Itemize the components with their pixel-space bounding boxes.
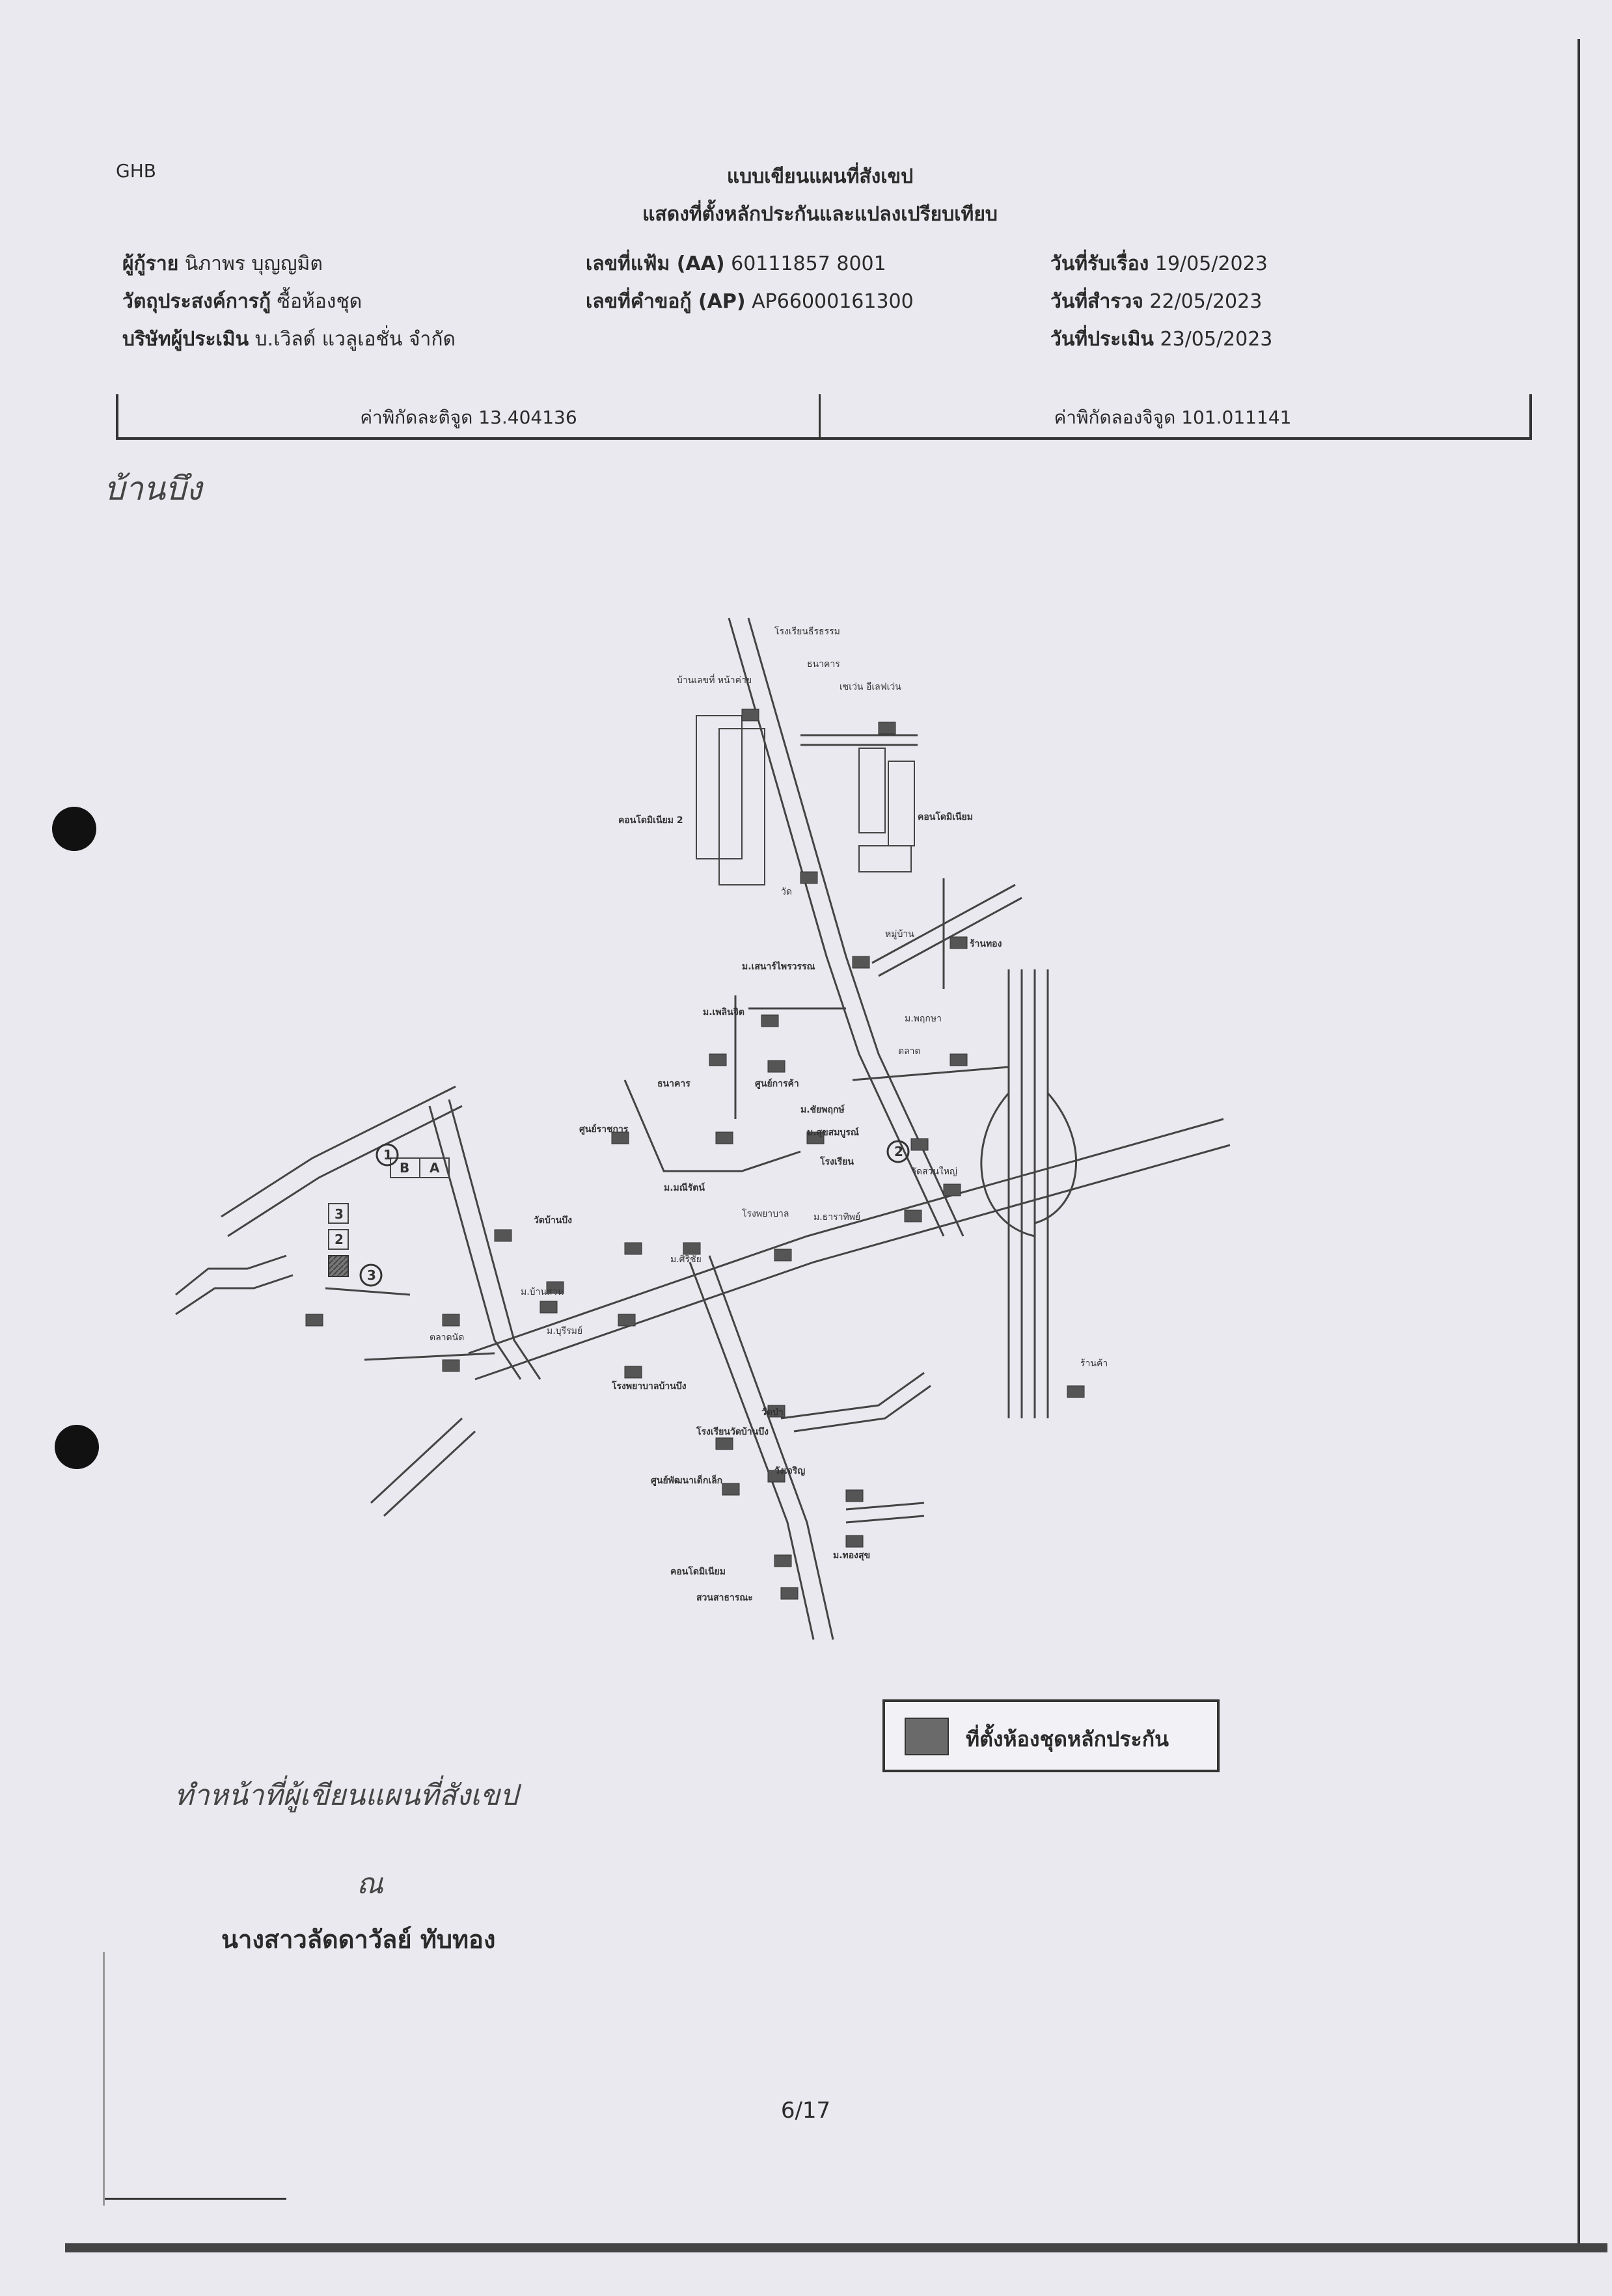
sketch-map: 1 3 2 3 2 B A [175, 617, 1231, 1640]
map-label-24: ม.บ้านสวน [521, 1287, 564, 1297]
map-label-6: วัด [781, 887, 792, 897]
map-label-3: บ้านเลขที่ หน้าค่าย [677, 674, 752, 686]
map-label-9: ม.เสนาร์ไพรวรรณ [742, 960, 815, 972]
signer-name: นางสาวลัดดาวัลย์ ทับทอง [221, 1925, 496, 1954]
map-label-36: ร้านค้า [1080, 1358, 1108, 1369]
legend-swatch [905, 1718, 949, 1755]
legend-mark-b: B [400, 1160, 409, 1176]
map-label-25: ม.ศิริชัย [670, 1254, 702, 1265]
coordinate-divider [819, 394, 821, 437]
site-mark-2b: 2 [894, 1144, 903, 1159]
map-label-21: ม.ธาราทิพย์ [813, 1211, 860, 1222]
map-label-2: เซเว่น อีเลฟเว่น [840, 682, 901, 692]
info-received-date: วันที่รับเรื่อง 19/05/2023 [1050, 252, 1268, 275]
doc-code: GHB [116, 160, 156, 182]
map-label-4: คอนโดมิเนียม 2 [618, 814, 683, 826]
info-appraiser: บริษัทผู้ประเมิน บ.เวิลด์ แวลูเอชั่น จำก… [122, 328, 456, 351]
map-label-13: ธนาคาร [657, 1079, 690, 1089]
map-label-33: ม.ทองสุข [833, 1550, 870, 1561]
map-label-29: โรงเรียนวัดบ้านบึง [696, 1425, 769, 1437]
doc-subtitle: แสดงที่ตั้งหลักประกันและแปลงเปรียบเทียบ [642, 203, 998, 226]
map-label-8: ร้านทอง [970, 939, 1002, 949]
coordinate-bar [116, 394, 1532, 440]
map-label-1: ธนาคาร [807, 659, 840, 669]
handwritten-location: บ้านบึง [104, 470, 202, 507]
legend-mark-a: A [430, 1160, 440, 1176]
map-label-5: คอนโดมิเนียม [918, 811, 973, 822]
map-label-20: ม.มณีรัตน์ [664, 1182, 705, 1193]
stub-line [104, 2198, 286, 2200]
info-survey-date: วันที่สำรวจ 22/05/2023 [1050, 290, 1263, 313]
map-label-15: ศูนย์ราชการ [579, 1124, 629, 1135]
punch-hole-top [52, 807, 96, 851]
map-label-27: ตลาดนัด [430, 1332, 464, 1343]
map-label-0: โรงเรียนธีรธรรม [774, 626, 840, 637]
map-label-34: คอนโดมิเนียม [670, 1565, 726, 1577]
map-label-16: ม.ชัยพฤกษ์ [800, 1104, 845, 1115]
map-label-10: ม.เพลินจิต [703, 1007, 745, 1018]
map-label-35: สวนสาธารณะ [696, 1593, 753, 1603]
map-legend: ที่ตั้งห้องชุดหลักประกัน [882, 1699, 1220, 1772]
info-request-no: เลขที่คำขอกู้ (AP) AP66000161300 [586, 290, 914, 313]
site-mark-1: 1 [383, 1147, 392, 1163]
page-bottom-bar [65, 2243, 1607, 2252]
map-label-30: วัดป่า [761, 1407, 784, 1418]
map-label-14: ศูนย์การค้า [755, 1078, 799, 1089]
info-purpose: วัตถุประสงค์การกู้ ซื้อห้องชุด [122, 290, 362, 313]
map-label-31: ศูนย์พัฒนาเด็กเล็ก [651, 1474, 722, 1486]
map-label-28: โรงพยาบาลบ้านบึง [611, 1380, 687, 1392]
handwritten-note: ทำหน้าที่ผู้เขียนแผนที่สังเขป [174, 1779, 518, 1812]
map-label-18: โรงเรียน [819, 1155, 854, 1167]
info-borrower: ผู้กู้ราย นิภาพร บุญญมิต [122, 252, 323, 275]
page-number: 6/17 [780, 2098, 831, 2124]
page-edge-line [1578, 39, 1580, 2251]
site-mark-2: 2 [335, 1232, 344, 1247]
map-label-22: โรงพยาบาล [742, 1208, 789, 1219]
legend-label: ที่ตั้งห้องชุดหลักประกัน [966, 1727, 1169, 1751]
site-mark-3: 3 [367, 1267, 376, 1283]
map-label-7: หมู่บ้าน [885, 929, 914, 939]
longitude: ค่าพิกัดลองจิจูด 101.011141 [1054, 407, 1292, 428]
punch-hole-bottom [55, 1425, 99, 1469]
margin-tick [103, 1952, 105, 2206]
map-label-23: วัดบ้านบึง [534, 1215, 572, 1226]
map-label-11: ม.พฤกษา [905, 1014, 942, 1024]
site-mark-3b: 3 [335, 1206, 344, 1222]
info-file-no: เลขที่แฟ้ม (AA) 60111857 8001 [586, 252, 886, 275]
map-label-12: ตลาด [898, 1046, 921, 1057]
map-label-26: ม.บุรีรมย์ [547, 1325, 582, 1336]
info-appraisal-date: วันที่ประเมิน 23/05/2023 [1050, 328, 1273, 351]
map-label-19: วัดสวนใหญ่ [911, 1166, 957, 1177]
map-label-17: ม.สุขสมบูรณ์ [807, 1127, 859, 1138]
map-label-32: วังเจริญ [774, 1466, 805, 1476]
doc-title: แบบเขียนแผนที่สังเขป [726, 165, 914, 188]
signature-initials: ณ [357, 1867, 383, 1900]
latitude: ค่าพิกัดละติจูด 13.404136 [360, 407, 577, 428]
